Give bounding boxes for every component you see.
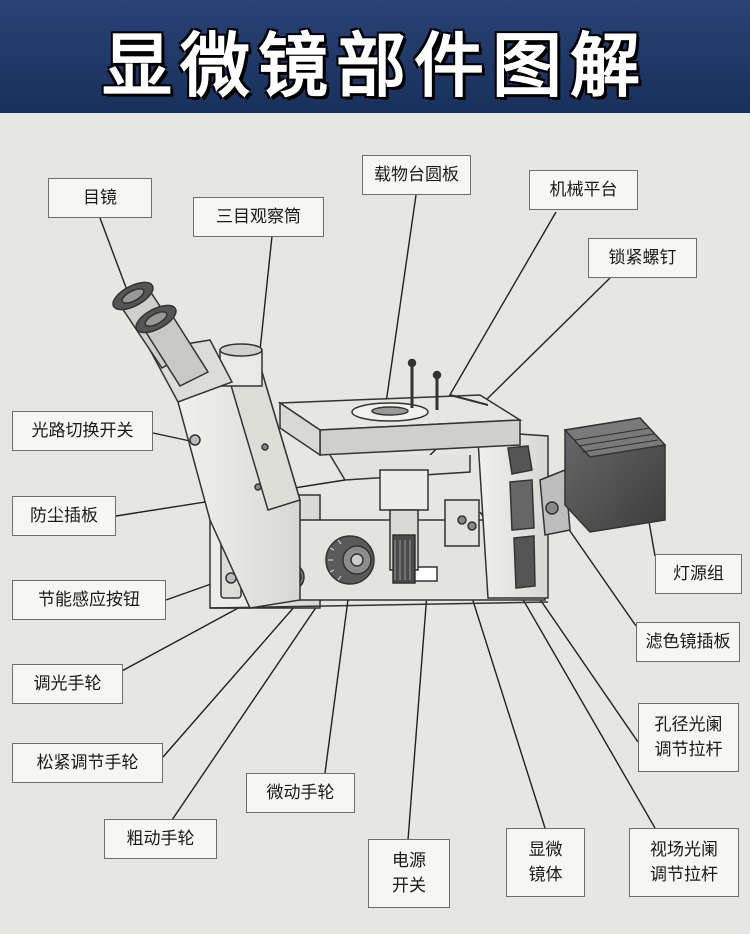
leader-coarse-focus <box>171 571 341 821</box>
leader-lines <box>99 194 656 841</box>
leader-light-path-switch <box>152 432 191 442</box>
label-dimmer-wheel: 调光手轮 <box>12 664 123 704</box>
label-tension-wheel: 松紧调节手轮 <box>12 743 163 783</box>
label-coarse-focus: 粗动手轮 <box>104 819 217 859</box>
microscope-arm <box>177 371 301 609</box>
microscope-body-housing <box>412 432 549 599</box>
label-power-switch: 电源 开关 <box>368 839 450 908</box>
microscope-drawing <box>99 194 667 841</box>
leader-power-switch <box>407 579 429 841</box>
label-eyepiece: 目镜 <box>48 178 152 218</box>
label-filter-insert: 滤色镜插板 <box>636 622 740 662</box>
label-stage-plate: 载物台圆板 <box>362 155 471 195</box>
title-banner: 显微镜部件图解 <box>0 0 750 113</box>
leader-stage-plate <box>384 194 417 411</box>
label-dust-insert: 防尘插板 <box>12 496 116 536</box>
label-mechanical-stage: 机械平台 <box>529 170 638 210</box>
page-title: 显微镜部件图解 <box>102 24 648 107</box>
label-microscope-body: 显微 镜体 <box>506 828 585 897</box>
label-field-diaphragm: 视场光阑 调节拉杆 <box>629 828 739 897</box>
label-locking-screw: 锁紧螺钉 <box>588 238 697 278</box>
leader-microscope-body <box>467 584 546 829</box>
lamp-house <box>539 417 667 536</box>
mechanical-stage <box>277 358 523 481</box>
label-energy-button: 节能感应按钮 <box>12 580 166 620</box>
label-fine-focus: 微动手轮 <box>246 773 355 813</box>
eyepieces <box>112 281 210 387</box>
leader-mechanical-stage <box>439 211 557 413</box>
label-lamp-house: 灯源组 <box>655 554 742 594</box>
label-aperture-diaphragm: 孔径光阑 调节拉杆 <box>638 703 739 772</box>
label-light-path-switch: 光路切换开关 <box>12 411 153 451</box>
focus-column <box>379 469 429 584</box>
label-trinocular-tube: 三目观察筒 <box>193 197 324 237</box>
